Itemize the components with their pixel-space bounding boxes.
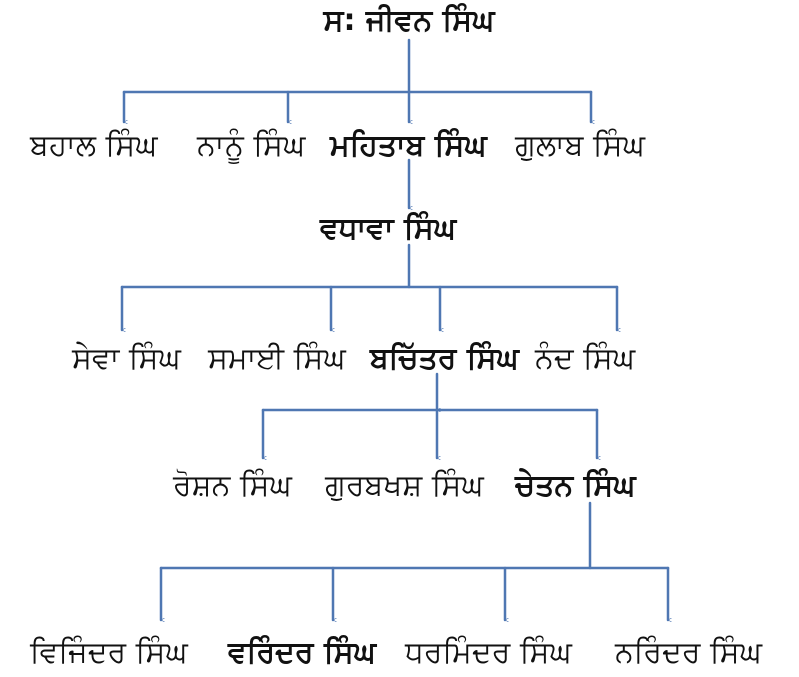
member-vijinder-singh: ਵਿਜਿੰਦਰ ਸਿੰਘ	[29, 635, 188, 670]
member-nand-singh: ਨੰਦ ਸਿੰਘ	[534, 341, 636, 376]
member-vadhava-singh: ਵਧਾਵਾ ਸਿੰਘ	[319, 211, 458, 246]
member-bachittar-singh: ਬਚਿੱਤਰ ਸਿੰਘ	[369, 341, 520, 376]
member-gurbakhsh-singh: ਗੁਰਬਖਸ਼ ਸਿੰਘ	[324, 468, 484, 503]
member-varinder-singh: ਵਰਿੰਦਰ ਸਿੰਘ	[227, 635, 378, 670]
member-narinder-singh: ਨਰਿੰਦਰ ਸਿੰਘ	[614, 635, 763, 670]
member-mahitab-singh: ਮਹਿਤਾਬ ਸਿੰਘ	[329, 128, 488, 163]
member-samai-singh: ਸਮਾਈ ਸਿੰਘ	[207, 341, 346, 376]
connector-lines	[120, 38, 668, 620]
member-labels: ਸ: ਜੀਵਨ ਸਿੰਘ ਬਹਾਲ ਸਿੰਘ ਨਾਨੂੰ ਸਿੰਘ ਮਹਿਤਾਬ…	[29, 3, 763, 670]
member-chetan-singh: ਚੇਤਨ ਸਿੰਘ	[514, 468, 637, 503]
member-jivan-singh: ਸ: ਜੀਵਨ ਸਿੰਘ	[323, 3, 497, 38]
member-nanu-singh: ਨਾਨੂੰ ਸਿੰਘ	[196, 128, 306, 164]
member-gulab-singh: ਗੁਲਾਬ ਸਿੰਘ	[514, 128, 646, 163]
member-roshan-singh: ਰੋਸ਼ਨ ਸਿੰਘ	[172, 468, 293, 503]
member-bahal-singh: ਬਹਾਲ ਸਿੰਘ	[29, 128, 158, 163]
member-dharminder-singh: ਧਰਮਿੰਦਰ ਸਿੰਘ	[404, 635, 573, 670]
member-seva-singh: ਸੇਵਾ ਸਿੰਘ	[71, 341, 182, 376]
